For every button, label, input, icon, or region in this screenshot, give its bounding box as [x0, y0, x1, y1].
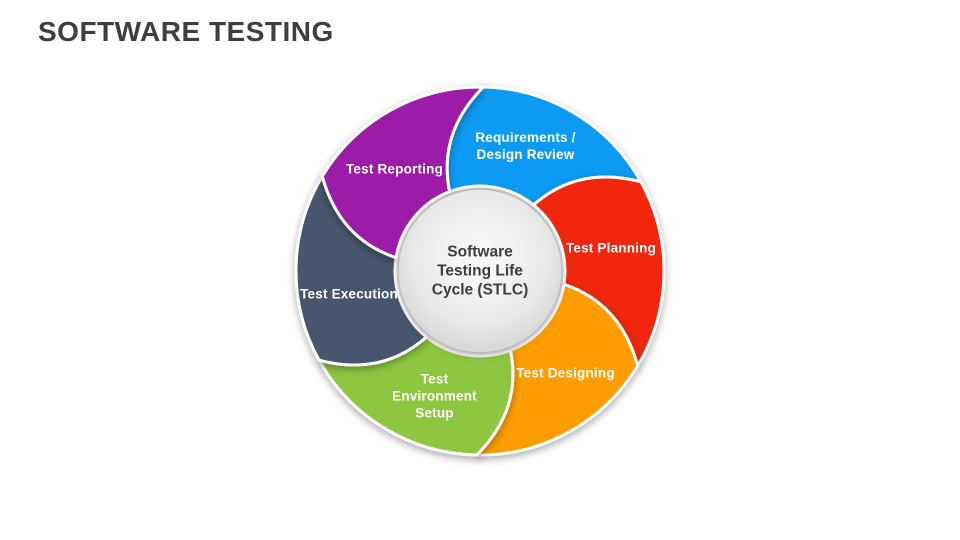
segment-label-test-execution: Test Execution: [300, 287, 398, 302]
segments-layer: [294, 85, 666, 457]
segment-label-test-designing: Test Designing: [516, 365, 615, 380]
segment-label-requirements-design-review: Requirements /Design Review: [475, 130, 575, 162]
segment-test-execution: [294, 174, 429, 367]
segment-label-test-reporting: Test Reporting: [346, 162, 443, 177]
segment-test-environment-setup: [317, 335, 515, 457]
segment-test-designing: [475, 282, 640, 457]
center-circle: [399, 190, 561, 352]
segment-test-reporting: [320, 85, 485, 260]
segment-label-test-planning: Test Planning: [566, 240, 656, 255]
slide-title: SOFTWARE TESTING: [38, 16, 334, 47]
segment-test-planning: [531, 175, 666, 368]
